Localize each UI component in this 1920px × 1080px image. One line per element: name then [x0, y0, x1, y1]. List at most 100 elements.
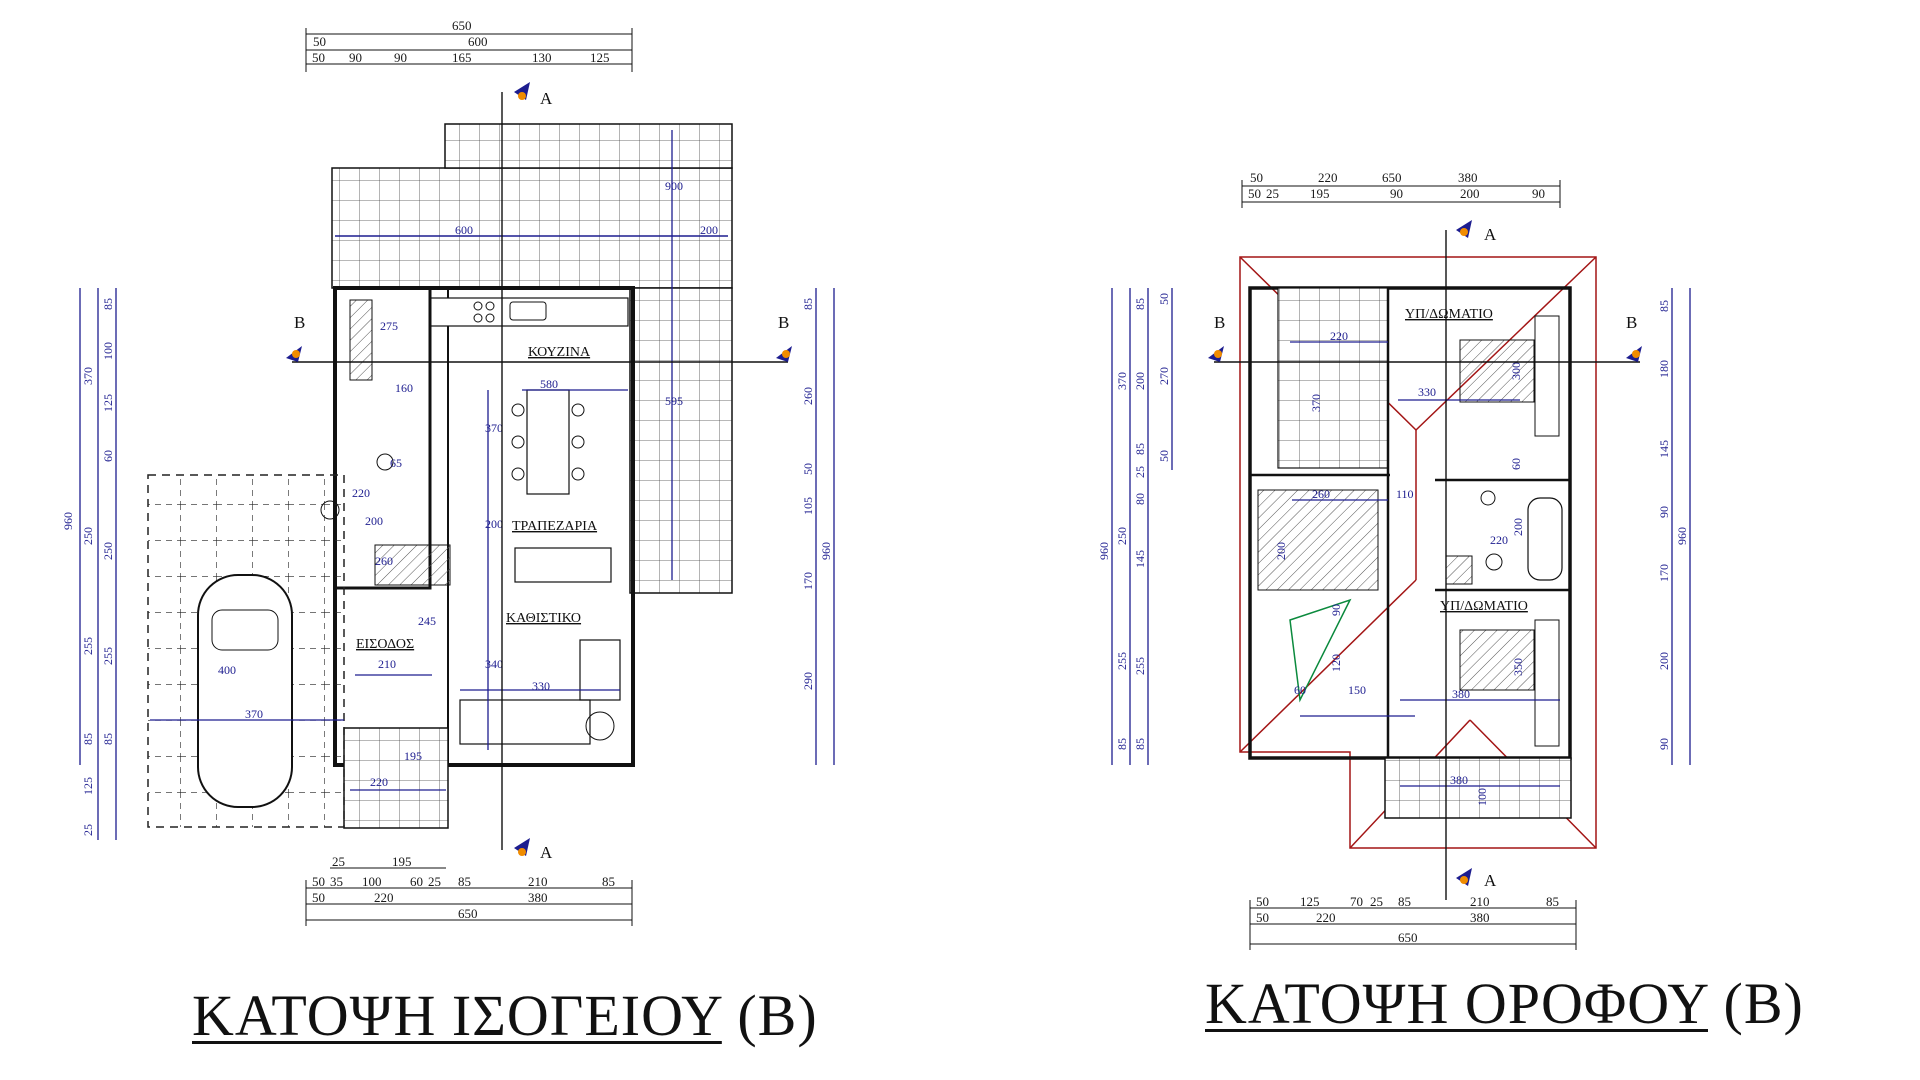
upper-interior-dimlines — [1290, 341, 1560, 787]
room-label-entrance: ΕΙΣΟΔΟΣ — [356, 637, 414, 652]
upper-interior-dim: 300 — [1509, 362, 1523, 380]
upper-bottom-dim: 85 — [1546, 894, 1559, 909]
upper-floor-title: ΚΑΤΟΨΗ ΟΡΟΦΟΥ (Β) — [1205, 970, 1804, 1037]
dining-chair-icon — [571, 403, 585, 417]
upper-left-dimlines — [1111, 288, 1173, 765]
upper-top-dim: 380 — [1458, 170, 1478, 185]
upper-interior-dim: 120 — [1329, 654, 1343, 672]
section-marker-icon — [1460, 876, 1468, 884]
ground-bottom-dim: 650 — [458, 906, 478, 921]
ground-terrace-tiles — [331, 167, 733, 289]
ground-top-dim: 90 — [349, 50, 362, 65]
shower-hatch — [1445, 555, 1473, 585]
ground-interior-dim: 595 — [665, 394, 683, 408]
bed-icon — [1459, 629, 1535, 691]
ground-right-dim: 170 — [801, 572, 815, 590]
ground-interior-dim: 200 — [700, 223, 718, 237]
ground-bottom-dim: 85 — [602, 874, 615, 889]
ground-interior-dim: 580 — [540, 377, 558, 391]
upper-top-dim: 50 — [1250, 170, 1263, 185]
ground-right-dim: 260 — [801, 387, 815, 405]
wc-fixture — [349, 299, 373, 381]
ground-left-dim: 370 — [81, 367, 95, 385]
ground-interior-dim: 160 — [395, 381, 413, 395]
hob-icon — [473, 313, 483, 323]
section-mark-b-left: B — [294, 313, 305, 332]
ground-left-dim: 25 — [81, 824, 95, 836]
upper-top-dim: 50 — [1248, 186, 1261, 201]
room-label-bedroom-2: ΥΠ/ΔΩΜΑΤΙΟ — [1440, 599, 1528, 614]
basin-icon — [1480, 490, 1496, 506]
upper-bottom-dim: 50 — [1256, 894, 1269, 909]
ground-interior-dim: 220 — [370, 775, 388, 789]
ground-bottom-dim: 85 — [458, 874, 471, 889]
upper-right-dim: 170 — [1657, 564, 1671, 582]
upper-left-dim: 250 — [1115, 527, 1129, 545]
upper-staircase — [1257, 489, 1379, 591]
upper-bottom-dim: 25 — [1370, 894, 1383, 909]
ground-interior-dim: 245 — [418, 614, 436, 628]
ground-floor-plan: 650 50 600 50 90 90 165 130 125 ΚΟΥΖΙΝΑ — [61, 18, 835, 926]
upper-right-dim: 85 — [1657, 300, 1671, 312]
ground-interior-dimlines — [150, 130, 673, 791]
ground-top-dim: 50 — [313, 34, 326, 49]
upper-top-dim: 200 — [1460, 186, 1480, 201]
ground-house-back — [447, 287, 634, 766]
ground-bottom-dim: 60 — [410, 874, 423, 889]
ground-interior-dim: 200 — [365, 514, 383, 528]
ground-right-dim: 105 — [801, 497, 815, 515]
room-label-kitchen: ΚΟΥΖΙΝΑ — [528, 345, 591, 360]
upper-interior-dim: 60 — [1509, 458, 1523, 470]
ground-porch-tiles — [343, 727, 449, 829]
section-marker-icon — [1214, 350, 1222, 358]
upper-left-dim: 85 — [1133, 443, 1147, 455]
ground-side-terrace-tiles — [629, 287, 733, 594]
ground-interior-dim: 275 — [380, 319, 398, 333]
upper-top-dim: 195 — [1310, 186, 1330, 201]
upper-stair-landing — [1289, 598, 1352, 703]
ground-top-dim: 650 — [452, 18, 472, 33]
upper-bottom-dim: 85 — [1398, 894, 1411, 909]
upper-left-dim: 370 — [1115, 372, 1129, 390]
ground-interior-dim: 340 — [485, 657, 503, 671]
upper-left-dim: 270 — [1157, 367, 1171, 385]
ground-interior-dim: 370 — [245, 707, 263, 721]
ground-floor-title-suffix: (Β) — [737, 983, 818, 1048]
dining-chair-icon — [511, 403, 525, 417]
hob-icon — [473, 301, 483, 311]
ground-top-dim: 125 — [590, 50, 610, 65]
upper-interior-dim: 200 — [1511, 518, 1525, 536]
ground-left-dim: 250 — [81, 527, 95, 545]
wardrobe — [1534, 315, 1560, 437]
room-label-bedroom-1: ΥΠ/ΔΩΜΑΤΙΟ — [1405, 307, 1493, 322]
section-marker-icon — [518, 848, 526, 856]
upper-interior-dim: 100 — [1475, 788, 1489, 806]
wardrobe — [1534, 619, 1560, 747]
section-marker-icon — [782, 350, 790, 358]
car-windshield — [211, 609, 279, 651]
section-marker-icon — [1632, 350, 1640, 358]
ground-bottom-dim: 25 — [332, 854, 345, 869]
ground-section-lines — [292, 92, 788, 850]
ground-right-dim: 85 — [801, 298, 815, 310]
ground-top-dim: 90 — [394, 50, 407, 65]
upper-left-dim: 200 — [1133, 372, 1147, 390]
ground-bottom-dim: 25 — [428, 874, 441, 889]
section-mark-b-right: B — [778, 313, 789, 332]
ground-floor-title: ΚΑΤΟΨΗ ΙΣΟΓΕΙΟΥ (Β) — [192, 982, 818, 1049]
ground-left-dim: 255 — [81, 637, 95, 655]
upper-interior-dim: 110 — [1396, 487, 1414, 501]
ground-left-dim: 250 — [101, 542, 115, 560]
upper-left-dim: 145 — [1133, 550, 1147, 568]
upper-floor-title-text: ΚΑΤΟΨΗ ΟΡΟΦΟΥ — [1205, 971, 1708, 1036]
ground-bottom-dim: 50 — [312, 890, 325, 905]
upper-interior-dim: 220 — [1490, 533, 1508, 547]
ground-top-dim: 50 — [312, 50, 325, 65]
upper-left-dim: 50 — [1157, 293, 1171, 305]
ground-left-dim: 60 — [101, 450, 115, 462]
upper-bottom-dim: 125 — [1300, 894, 1320, 909]
dining-chair-icon — [511, 435, 525, 449]
upper-bottom-dimlines — [1249, 900, 1577, 950]
upper-left-dim: 85 — [1133, 298, 1147, 310]
ground-interior-dim: 900 — [665, 179, 683, 193]
